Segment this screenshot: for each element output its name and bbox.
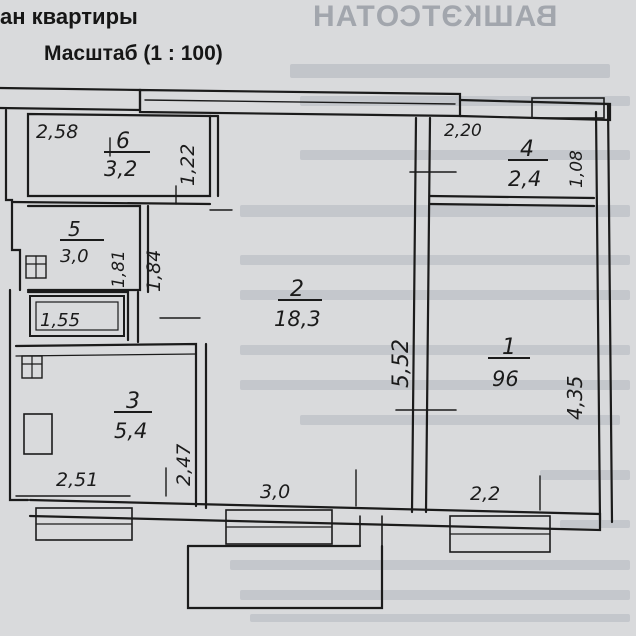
wall-2-1-right bbox=[424, 116, 432, 514]
room-1-width: 2,2 bbox=[470, 483, 500, 505]
vertical-dimensions: 1,22 1,81 1,84 2,47 5,52 1,08 4,35 bbox=[109, 144, 587, 486]
room-5-height-a: 1,81 bbox=[109, 250, 129, 288]
room-2-area: 18,3 bbox=[274, 307, 321, 331]
room-6-area: 3,2 bbox=[104, 157, 137, 181]
room-6-width: 2,58 bbox=[36, 121, 78, 143]
room-5-walls bbox=[26, 204, 142, 292]
bleed-line bbox=[240, 590, 630, 600]
bleed-line bbox=[240, 380, 630, 390]
room-2-height: 5,52 bbox=[389, 339, 414, 388]
page-title: ан квартиры bbox=[0, 4, 138, 29]
room-6-number: 6 bbox=[116, 129, 130, 154]
window-top bbox=[144, 99, 456, 105]
room-2-number: 2 bbox=[290, 277, 304, 302]
room-4-area: 2,4 bbox=[508, 167, 541, 191]
room-5-number: 5 bbox=[68, 217, 81, 241]
wall-4-bottom2 bbox=[428, 202, 596, 208]
bath-width: 1,55 bbox=[40, 310, 80, 331]
room-3-width: 2,51 bbox=[56, 469, 98, 491]
wall-left-outer bbox=[4, 108, 22, 292]
wall-right-outer2 bbox=[606, 102, 614, 524]
room-3-walls bbox=[14, 342, 198, 508]
wall-2-1-left bbox=[410, 116, 418, 514]
area-fraction-bars bbox=[60, 151, 548, 413]
bleed-through-line bbox=[290, 64, 610, 78]
scale-label: Масштаб (1 : 100) bbox=[44, 42, 223, 65]
walls bbox=[0, 86, 614, 610]
wall-4-bottom bbox=[428, 194, 596, 200]
bleed-line bbox=[240, 290, 630, 300]
stove-fixture bbox=[23, 413, 53, 455]
window-top-right bbox=[531, 97, 605, 119]
bleed-line bbox=[250, 614, 630, 622]
room-1-area: 96 bbox=[492, 367, 519, 391]
balcony-outline bbox=[186, 544, 384, 610]
wall-right-outer bbox=[594, 110, 602, 522]
wall-6-bottom bbox=[10, 200, 212, 206]
room-areas: 3,2 3,0 18,3 5,4 2,4 96 bbox=[60, 157, 541, 443]
room-4-height: 1,08 bbox=[567, 150, 587, 188]
room-1-height: 4,35 bbox=[563, 375, 587, 420]
horizontal-dimensions: 2,58 2,20 1,55 2,51 3,0 2,2 bbox=[36, 121, 500, 505]
room-4-width: 2,20 bbox=[444, 121, 482, 141]
room-3-area: 5,4 bbox=[114, 419, 147, 443]
room-6-walls bbox=[26, 112, 212, 198]
room-6-height: 1,22 bbox=[177, 144, 199, 186]
bleed-line bbox=[300, 415, 620, 425]
room-5-area: 3,0 bbox=[60, 246, 89, 267]
bleed-through-text bbox=[230, 96, 630, 622]
bleed-line bbox=[300, 150, 630, 160]
room-4-number: 4 bbox=[520, 137, 534, 162]
bath-fixture bbox=[29, 295, 125, 337]
bleed-line bbox=[540, 470, 630, 480]
bath-inner bbox=[35, 301, 119, 331]
bleed-line bbox=[240, 345, 630, 355]
room-3-number: 3 bbox=[126, 389, 140, 414]
wall-3-top2 bbox=[15, 353, 197, 357]
room-3-height: 2,47 bbox=[173, 444, 195, 486]
bleed-line bbox=[240, 205, 630, 217]
room-numbers: 6 5 2 3 4 1 bbox=[68, 129, 534, 414]
room-bath-walls bbox=[26, 290, 130, 342]
room-1-number: 1 bbox=[502, 335, 516, 360]
bleed-line bbox=[560, 520, 630, 528]
bleed-line bbox=[240, 255, 630, 265]
room-5-height-b: 1,84 bbox=[143, 250, 165, 292]
bleed-line bbox=[230, 560, 630, 570]
wall-left-lower bbox=[8, 288, 30, 502]
room-2-width: 3,0 bbox=[260, 481, 290, 503]
wall-top bbox=[0, 86, 142, 112]
page-header: ВАШКЭТСОТАН ан квартиры Масштаб (1 : 100… bbox=[0, 0, 636, 80]
wall-bottom bbox=[28, 498, 602, 532]
